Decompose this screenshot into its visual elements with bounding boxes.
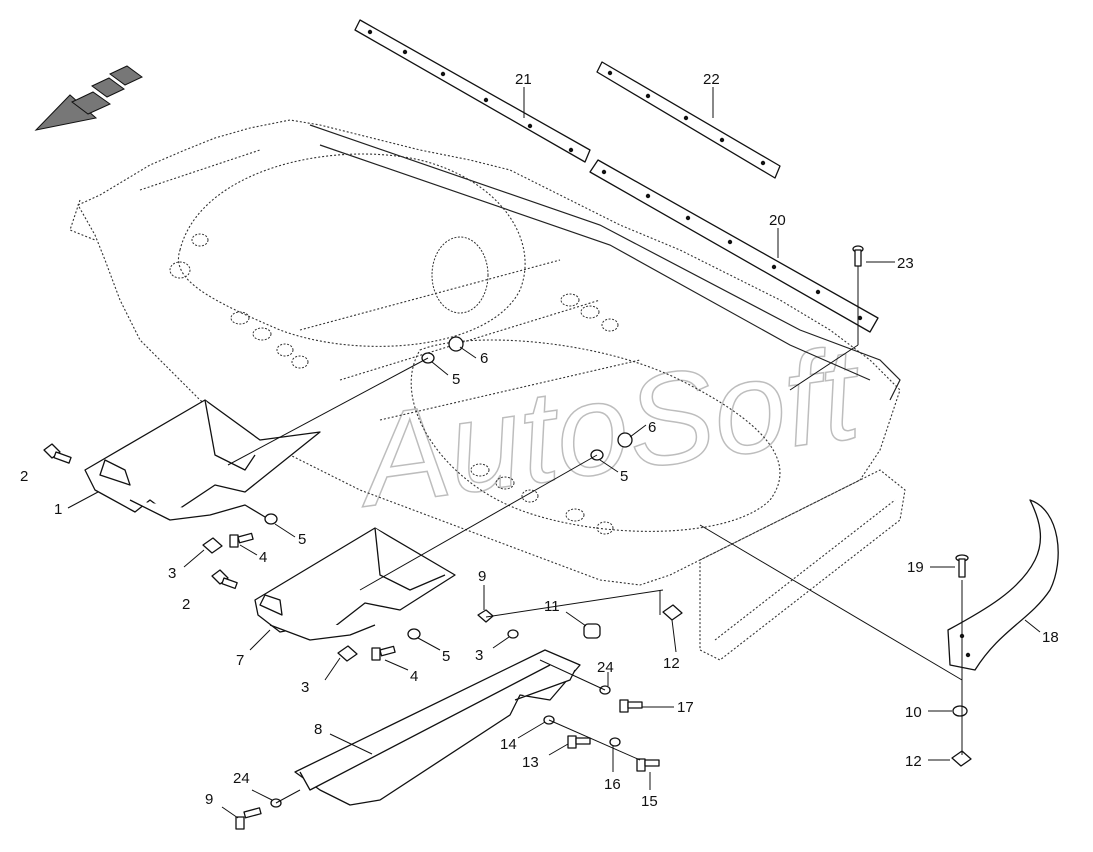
- washer-10: [952, 705, 968, 717]
- nut-12b: [951, 750, 972, 767]
- wear-strip-21: [354, 19, 591, 163]
- callout-4-upper: 4: [259, 549, 267, 566]
- washer-5d: [407, 628, 421, 640]
- deflector-1: [84, 399, 321, 521]
- nut-6b: [617, 432, 633, 448]
- callout-labels: 21 22 20 23 6 5 6 5 2 1 5 4 3 2 7 5 4 3 …: [20, 71, 1059, 810]
- callout-11: 11: [544, 598, 560, 615]
- nut-6a: [448, 336, 464, 352]
- callout-5-middle: 5: [620, 468, 628, 485]
- callout-23: 23: [897, 255, 914, 272]
- callout-10: 10: [905, 704, 922, 721]
- callout-17: 17: [677, 699, 694, 716]
- washer-5c: [264, 513, 278, 525]
- watermark-text: AutoSoft: [345, 319, 871, 535]
- bolt-2a: [43, 443, 72, 464]
- callout-13: 13: [522, 754, 539, 771]
- callout-2-upper: 2: [20, 468, 28, 485]
- callout-2-lower: 2: [182, 596, 190, 613]
- screw-23: [789, 245, 864, 391]
- callout-12-lower: 12: [905, 753, 922, 770]
- direction-arrow-icon: [34, 65, 143, 131]
- callout-9-upper: 9: [478, 568, 486, 585]
- callout-5-upper: 5: [452, 371, 460, 388]
- assembly-lines: [227, 357, 963, 804]
- deflector-7: [254, 527, 456, 641]
- callout-24-lower: 24: [233, 770, 250, 787]
- callout-7: 7: [236, 652, 244, 669]
- callout-4-lower: 4: [410, 668, 418, 685]
- nut-3b: [337, 645, 358, 662]
- callout-21: 21: [515, 71, 532, 88]
- screw-15: [636, 758, 660, 772]
- nut-12a: [662, 604, 683, 621]
- chassis-frame: [69, 119, 906, 661]
- bolt-2b: [211, 569, 238, 590]
- callout-3-lower: 3: [301, 679, 309, 696]
- callout-15: 15: [641, 793, 658, 810]
- callout-1: 1: [54, 501, 62, 518]
- callout-24-upper: 24: [597, 659, 614, 676]
- callout-16: 16: [604, 776, 621, 793]
- callout-leaders: [67, 87, 1041, 819]
- washer-16: [609, 737, 621, 747]
- callout-5-deflector7: 5: [442, 648, 450, 665]
- screw-9b: [235, 807, 262, 830]
- callout-9-lower: 9: [205, 791, 213, 808]
- callout-6-middle: 6: [648, 419, 656, 436]
- screw-19: [955, 554, 969, 578]
- screw-17: [619, 699, 643, 713]
- callout-8: 8: [314, 721, 322, 738]
- callout-3-upper: 3: [168, 565, 176, 582]
- spacer-11: [583, 623, 601, 639]
- wear-strip-20: [589, 159, 879, 333]
- rail-8: [294, 649, 581, 806]
- nut-3a: [202, 537, 223, 554]
- callout-19: 19: [907, 559, 924, 576]
- callout-12-upper: 12: [663, 655, 680, 672]
- screw-4a: [229, 532, 254, 548]
- callout-22: 22: [703, 71, 720, 88]
- wear-strip-22: [596, 61, 781, 179]
- callout-18: 18: [1042, 629, 1059, 646]
- screw-13: [567, 735, 591, 749]
- callout-6-upper: 6: [480, 350, 488, 367]
- callout-3-rail: 3: [475, 647, 483, 664]
- callout-14: 14: [500, 736, 517, 753]
- callout-5-deflector1: 5: [298, 531, 306, 548]
- washer-3c: [507, 629, 519, 639]
- callout-20: 20: [769, 212, 786, 229]
- screw-4b: [371, 645, 396, 661]
